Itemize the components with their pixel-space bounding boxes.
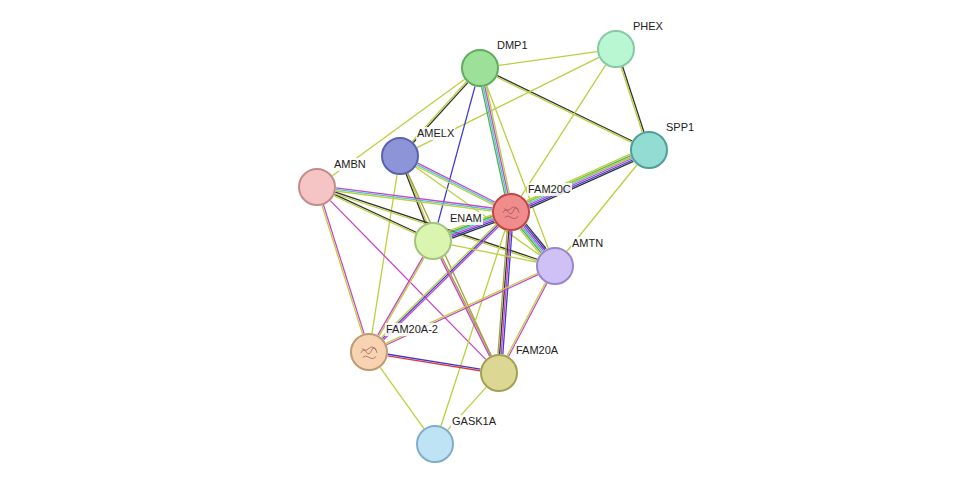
interaction-edge — [497, 76, 633, 143]
evidence-line — [487, 86, 549, 248]
protein-node — [381, 137, 419, 175]
evidence-line — [336, 189, 492, 209]
evidence-line — [621, 67, 642, 132]
evidence-line — [335, 194, 537, 261]
node-label: DMP1 — [496, 39, 529, 52]
node-label: FAM20C — [527, 183, 572, 196]
evidence-line — [497, 76, 632, 141]
node-label: SPP1 — [665, 121, 695, 134]
protein-node — [414, 222, 452, 260]
evidence-line — [386, 273, 538, 343]
evidence-line — [336, 188, 492, 208]
interaction-edge — [452, 245, 537, 262]
evidence-line — [499, 52, 597, 66]
node-label: AMTN — [571, 237, 604, 250]
interaction-edge — [567, 165, 637, 251]
interaction-edge — [416, 163, 495, 205]
evidence-line — [388, 356, 480, 371]
interaction-edge — [330, 201, 485, 360]
node-label: PHEX — [632, 20, 664, 33]
evidence-line — [323, 205, 364, 334]
evidence-line — [567, 165, 637, 251]
node-label: FAM20A-2 — [385, 323, 439, 336]
evidence-line — [413, 83, 467, 143]
evidence-line — [388, 354, 480, 369]
evidence-line — [335, 194, 417, 232]
evidence-line — [497, 77, 632, 142]
structure-icon — [352, 335, 386, 369]
evidence-line — [486, 86, 509, 193]
protein-node — [597, 30, 635, 68]
interaction-edge — [332, 79, 464, 176]
evidence-line — [529, 159, 632, 205]
interaction-edge — [487, 86, 549, 248]
structure-icon — [494, 195, 528, 229]
node-label: FAM20A — [515, 344, 559, 357]
evidence-line — [441, 258, 490, 356]
protein-node — [492, 193, 530, 231]
node-label: AMELX — [416, 127, 455, 140]
interaction-edge — [322, 205, 364, 334]
evidence-line — [522, 227, 542, 252]
evidence-line — [520, 229, 540, 254]
evidence-line — [527, 154, 630, 200]
interaction-edge — [388, 354, 481, 371]
node-label: ENAM — [449, 212, 483, 225]
interaction-edge — [520, 224, 546, 254]
evidence-line — [332, 79, 464, 176]
protein-node — [536, 247, 574, 285]
protein-node — [480, 354, 518, 392]
interaction-edge — [441, 230, 505, 426]
protein-node — [416, 425, 454, 463]
protein-node — [630, 131, 668, 169]
node-label: GASK1A — [451, 415, 497, 428]
evidence-line — [485, 86, 508, 193]
evidence-line — [483, 87, 506, 194]
evidence-line — [441, 230, 505, 426]
interaction-edge — [441, 258, 491, 357]
evidence-line — [452, 245, 537, 262]
evidence-line — [417, 165, 494, 204]
evidence-line — [380, 367, 424, 428]
evidence-line — [322, 205, 363, 334]
evidence-line — [521, 228, 541, 253]
interaction-edge — [334, 194, 416, 233]
protein-node — [298, 168, 336, 206]
interaction-edge — [386, 273, 538, 345]
interaction-edge — [499, 52, 597, 66]
protein-node — [461, 49, 499, 87]
interaction-edge — [621, 67, 644, 132]
evidence-line — [623, 67, 644, 132]
interaction-edge — [527, 154, 634, 208]
interaction-edge — [482, 86, 510, 194]
protein-node — [350, 333, 388, 371]
node-label: AMBN — [333, 158, 367, 171]
interaction-edge — [380, 367, 424, 428]
evidence-line — [330, 201, 485, 360]
